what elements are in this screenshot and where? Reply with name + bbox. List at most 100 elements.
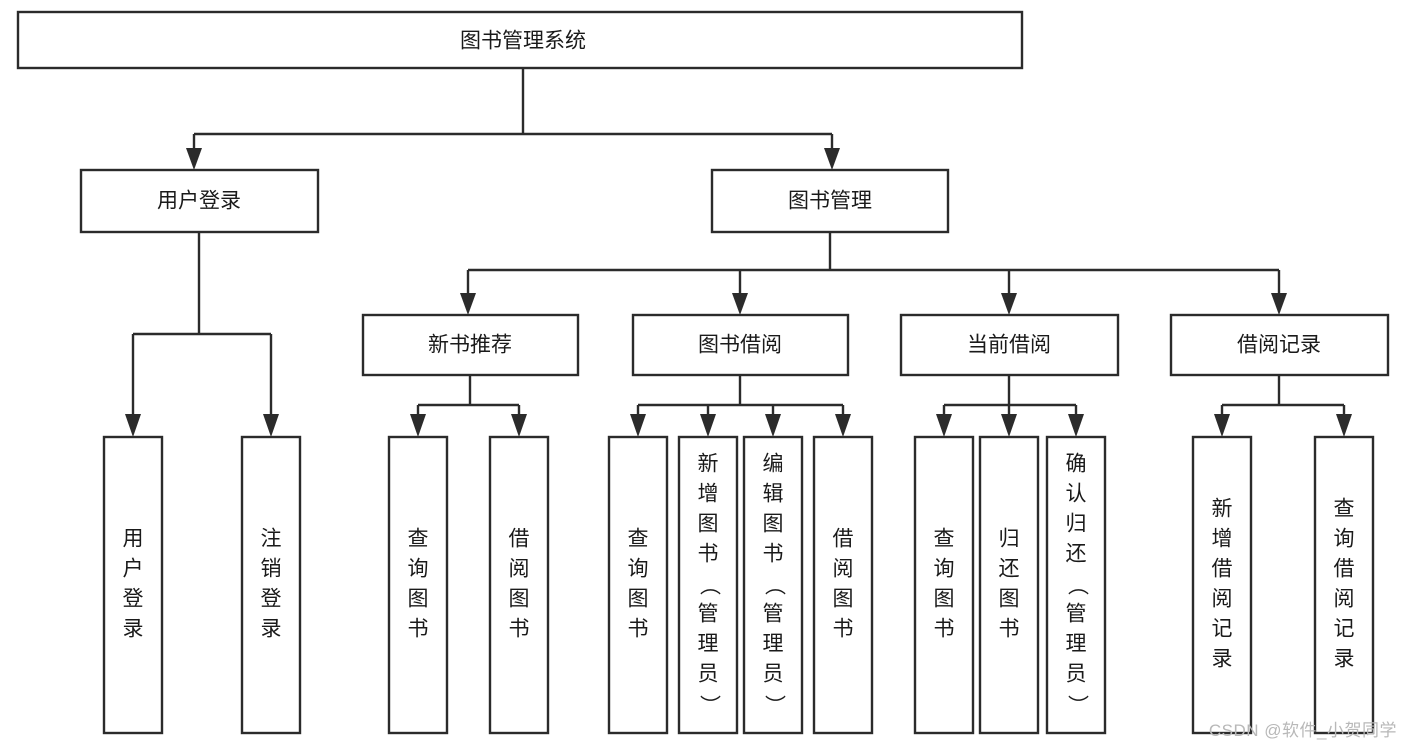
svg-text:图: 图 — [934, 588, 955, 611]
svg-text:图: 图 — [833, 588, 854, 611]
node-box — [1313, 435, 1375, 735]
node-label: 图书管理系统 — [460, 30, 586, 53]
node-new-book-recommend[interactable]: 新书推荐 — [361, 313, 580, 377]
node-box — [607, 435, 669, 735]
node-borrow-record[interactable]: 借阅记录 — [1169, 313, 1390, 377]
svg-text:记: 记 — [1334, 618, 1355, 641]
node-box — [710, 168, 950, 234]
svg-text:借: 借 — [1212, 558, 1233, 581]
svg-text:员: 员 — [1066, 663, 1087, 686]
node-label: 用户登录 — [123, 528, 144, 641]
arrow-icon — [630, 414, 646, 437]
svg-text:询: 询 — [1334, 528, 1355, 551]
node-label: 借阅记录 — [1237, 334, 1321, 357]
svg-text:新: 新 — [1212, 498, 1233, 521]
node-label: 当前借阅 — [967, 334, 1051, 357]
node-box — [1191, 435, 1253, 735]
node-root[interactable]: 图书管理系统 — [16, 10, 1024, 70]
node-box — [978, 435, 1040, 735]
svg-text:书: 书 — [698, 543, 719, 566]
node-box — [16, 10, 1024, 70]
svg-text:记: 记 — [1212, 618, 1233, 641]
svg-text:归: 归 — [1066, 513, 1087, 536]
node-box — [913, 435, 975, 735]
svg-text:登: 登 — [261, 588, 282, 611]
node-box — [79, 168, 320, 234]
svg-text:）: ） — [762, 695, 785, 716]
node-label: 图书管理 — [788, 190, 872, 213]
arrow-icon — [1271, 293, 1287, 315]
svg-text:户: 户 — [123, 558, 144, 581]
node-label: 图书借阅 — [698, 334, 782, 357]
svg-text:图: 图 — [628, 588, 649, 611]
arrow-icon — [125, 414, 141, 437]
svg-text:编: 编 — [763, 453, 784, 476]
svg-text:录: 录 — [1212, 648, 1233, 671]
svg-text:图: 图 — [408, 588, 429, 611]
connector-bookmanagement-to-level3 — [460, 232, 1287, 315]
svg-text:归: 归 — [999, 528, 1020, 551]
connector-bookborrow-to-leaves — [630, 375, 851, 437]
connector-borrowrecord-to-leaves — [1214, 375, 1352, 437]
node-box — [812, 435, 874, 735]
svg-text:理: 理 — [698, 633, 719, 656]
node-leaf-user-login[interactable]: 用户登录 — [102, 435, 164, 735]
svg-text:理: 理 — [763, 633, 784, 656]
svg-text:图: 图 — [763, 513, 784, 536]
svg-text:图: 图 — [698, 513, 719, 536]
connector-currentborrow-to-leaves — [936, 375, 1084, 437]
svg-text:（: （ — [697, 575, 720, 596]
svg-text:书: 书 — [509, 618, 530, 641]
svg-text:书: 书 — [999, 618, 1020, 641]
svg-text:录: 录 — [1334, 648, 1355, 671]
node-user-login[interactable]: 用户登录 — [79, 168, 320, 234]
svg-text:阅: 阅 — [1212, 588, 1233, 611]
svg-text:阅: 阅 — [833, 558, 854, 581]
svg-text:查: 查 — [408, 528, 429, 551]
node-book-borrow[interactable]: 图书借阅 — [631, 313, 850, 377]
svg-text:还: 还 — [1066, 543, 1087, 566]
node-current-borrow[interactable]: 当前借阅 — [899, 313, 1120, 377]
arrow-icon — [460, 293, 476, 315]
svg-text:阅: 阅 — [1334, 588, 1355, 611]
svg-text:增: 增 — [1212, 528, 1233, 551]
node-book-management[interactable]: 图书管理 — [710, 168, 950, 234]
node-box — [387, 435, 449, 735]
arrow-icon — [1068, 414, 1084, 437]
node-box — [899, 313, 1120, 377]
arrow-icon — [824, 148, 840, 170]
svg-text:借: 借 — [509, 528, 530, 551]
svg-text:询: 询 — [628, 558, 649, 581]
svg-text:图: 图 — [509, 588, 530, 611]
node-box — [631, 313, 850, 377]
svg-text:书: 书 — [628, 618, 649, 641]
svg-text:理: 理 — [1066, 633, 1087, 656]
svg-text:）: ） — [1065, 695, 1088, 716]
svg-text:销: 销 — [261, 558, 282, 581]
svg-text:图: 图 — [999, 588, 1020, 611]
arrow-icon — [835, 414, 851, 437]
svg-text:查: 查 — [628, 528, 649, 551]
svg-text:管: 管 — [698, 603, 719, 626]
node-box — [677, 435, 739, 735]
